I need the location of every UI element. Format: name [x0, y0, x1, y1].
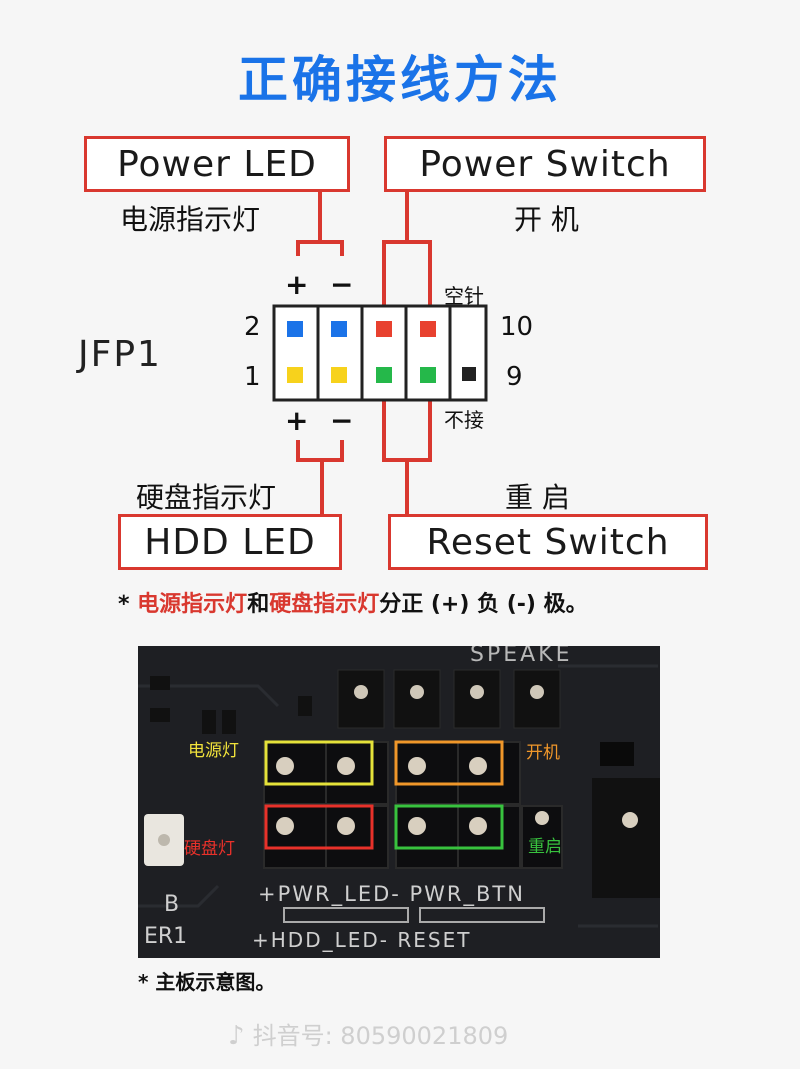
- pin-number-2: 2: [244, 312, 261, 342]
- empty-pin-label: 空针: [444, 284, 484, 308]
- photo-reset-label: 重启: [528, 837, 562, 857]
- pin-green-1: [376, 367, 392, 383]
- pin-yellow-1: [287, 367, 303, 383]
- power-led-cn-label: 电源指示灯: [120, 203, 261, 236]
- pin-yellow-2: [331, 367, 347, 383]
- photo-power-led-label: 电源灯: [188, 741, 239, 761]
- hdd-led-label: HDD LED: [118, 514, 342, 570]
- bottom-plus-sign: +: [285, 404, 309, 437]
- hdd-led-highlight: [264, 804, 374, 850]
- power-switch-highlight: [394, 740, 504, 786]
- reset-highlight: [394, 804, 504, 850]
- jfp1-label: JFP1: [78, 334, 162, 375]
- power-switch-cn-label: 开 机: [514, 203, 579, 236]
- connector-lines: [296, 192, 432, 514]
- pin-blue-2: [331, 321, 347, 337]
- pin-header-diagram: [272, 192, 488, 514]
- hdd-led-cn-label: 硬盘指示灯: [136, 481, 277, 514]
- pin-red-1: [376, 321, 392, 337]
- pin-red-2: [420, 321, 436, 337]
- silkscreen-speaker: SPEAKE: [470, 646, 573, 667]
- header-outline: [272, 304, 488, 402]
- silkscreen-top: +PWR_LED- PWR_BTN: [258, 882, 525, 906]
- pin-blue-1: [287, 321, 303, 337]
- douyin-icon: ♪: [228, 1021, 245, 1051]
- silkscreen-bottom: +HDD_LED- RESET: [252, 928, 472, 952]
- silkscreen-er1: ER1: [144, 924, 188, 949]
- bottom-minus-sign: −: [330, 404, 354, 437]
- power-led-highlight: [264, 740, 374, 786]
- polarity-note: * 电源指示灯和硬盘指示灯分正 (+) 负 (-) 极。: [118, 592, 588, 617]
- pin-green-2: [420, 367, 436, 383]
- pin-number-1: 1: [244, 362, 261, 392]
- pin-number-9: 9: [506, 362, 523, 392]
- motherboard-photo: 电源灯 开机 硬盘灯 重启 +PWR_LED- PWR_BTN +HDD_LED…: [138, 646, 660, 958]
- silkscreen-b: B: [164, 892, 180, 917]
- top-plus-sign: +: [285, 268, 309, 301]
- photo-power-switch-label: 开机: [526, 743, 560, 763]
- power-switch-label: Power Switch: [384, 136, 706, 192]
- watermark: ♪抖音号: 80590021809: [228, 1021, 509, 1051]
- pins: [287, 321, 476, 383]
- photo-hdd-label: 硬盘灯: [184, 839, 235, 859]
- photo-caption: * 主板示意图。: [138, 970, 276, 994]
- reset-switch-label: Reset Switch: [388, 514, 708, 570]
- pin-number-10: 10: [500, 312, 534, 342]
- motherboard-illustration: [138, 646, 660, 958]
- page-title: 正确接线方法: [238, 51, 562, 109]
- top-minus-sign: −: [330, 268, 354, 301]
- no-connect-label: 不接: [444, 408, 484, 432]
- pin-black: [462, 367, 476, 381]
- power-led-label: Power LED: [84, 136, 350, 192]
- reset-switch-cn-label: 重 启: [505, 481, 570, 514]
